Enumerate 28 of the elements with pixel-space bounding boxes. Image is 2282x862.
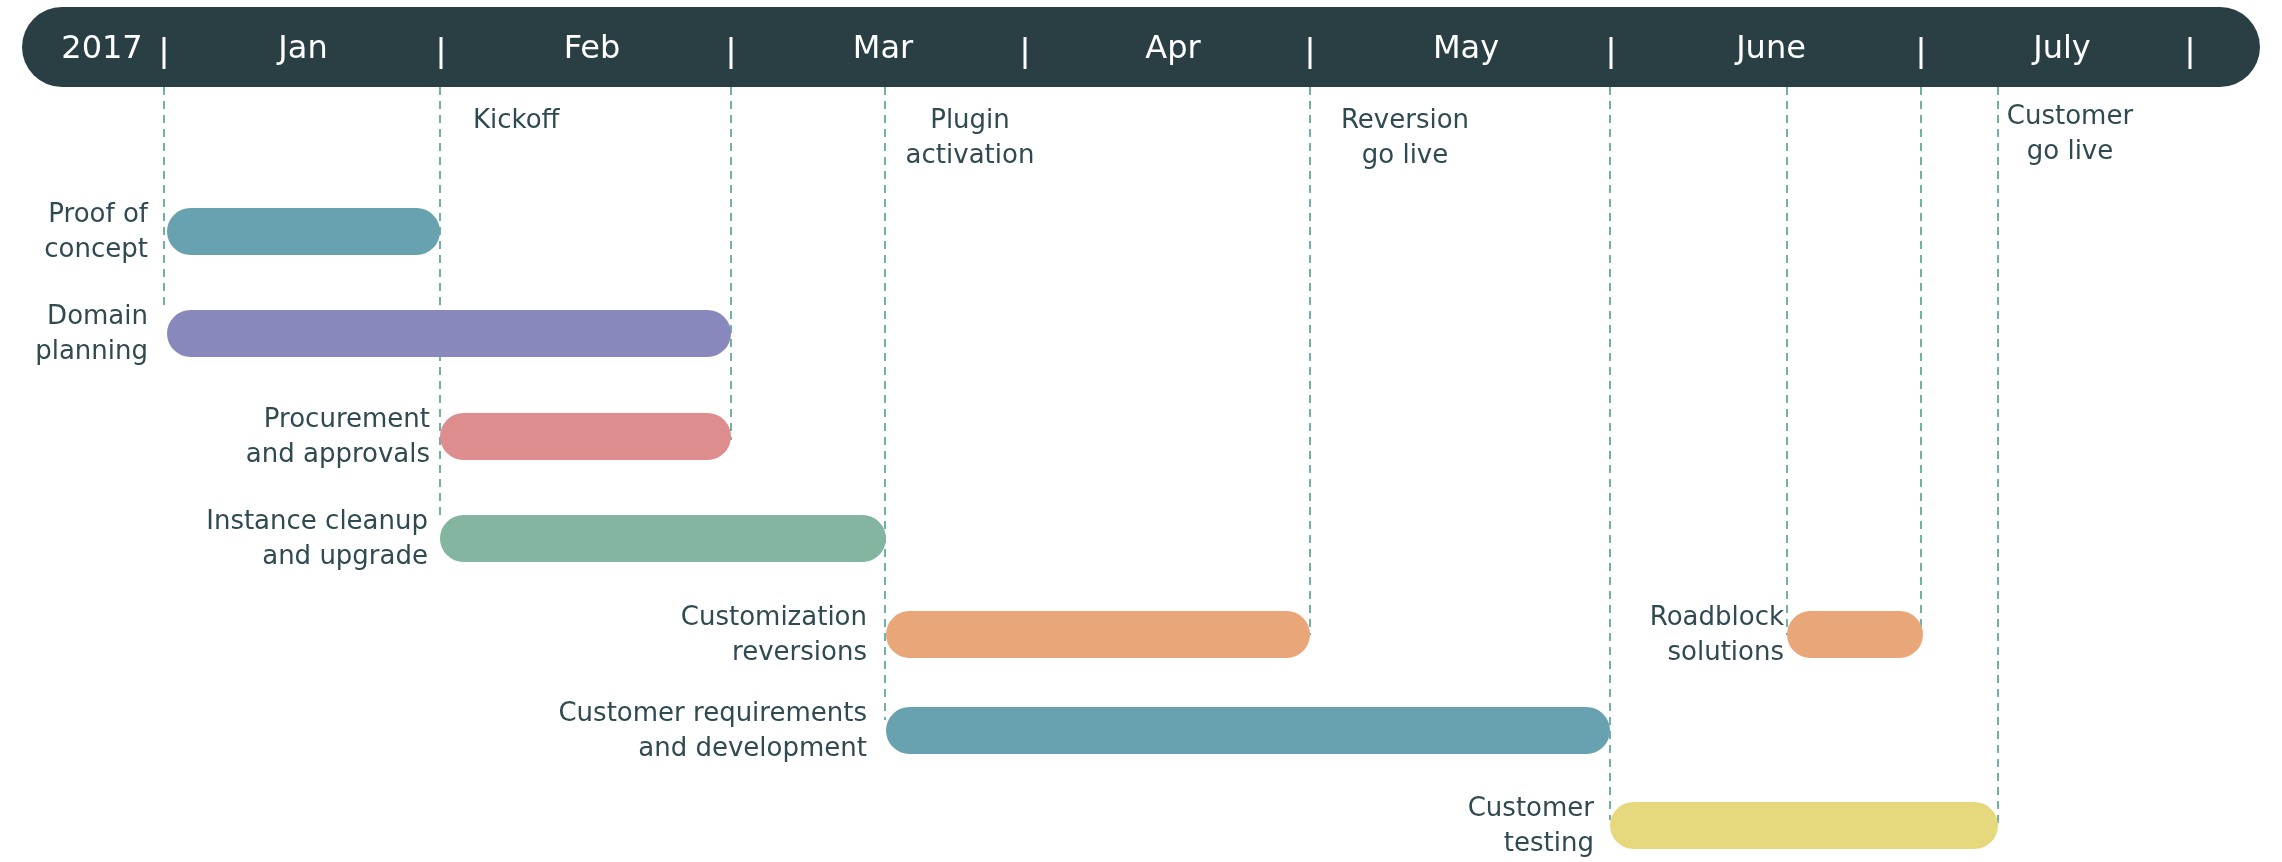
task-label: Procurement and approvals	[244, 402, 430, 470]
year-label: 2017	[61, 27, 143, 67]
task-bar	[440, 413, 731, 460]
milestone-label: Plugin activation	[904, 103, 1036, 171]
month-label: Mar	[852, 27, 914, 67]
milestone-label: Reversion go live	[1339, 103, 1471, 171]
task-label: Customer testing	[1466, 791, 1594, 859]
month-label: July	[2033, 27, 2091, 67]
month-label: June	[1736, 27, 1806, 67]
task-bar	[167, 208, 440, 255]
milestone-label: Kickoff	[473, 103, 560, 136]
task-bar	[1610, 802, 1998, 849]
task-bar	[886, 707, 1610, 754]
task-label: Proof of concept	[43, 197, 148, 265]
month-label: May	[1432, 27, 1500, 67]
milestone-label: Customer go live	[2005, 99, 2135, 167]
task-bar	[886, 611, 1310, 658]
task-label: Customer requirements and development	[557, 696, 867, 764]
month-label: Apr	[1145, 27, 1201, 67]
task-label: Instance cleanup and upgrade	[205, 504, 428, 572]
task-bar	[1787, 611, 1923, 658]
task-bar	[440, 515, 886, 562]
task-label: Customization reversions	[679, 600, 867, 668]
month-label: Feb	[563, 27, 621, 67]
task-label: Domain planning	[34, 299, 148, 367]
task-bar	[167, 310, 731, 357]
task-label: Roadblock solutions	[1648, 600, 1784, 668]
month-label: Jan	[278, 27, 328, 67]
